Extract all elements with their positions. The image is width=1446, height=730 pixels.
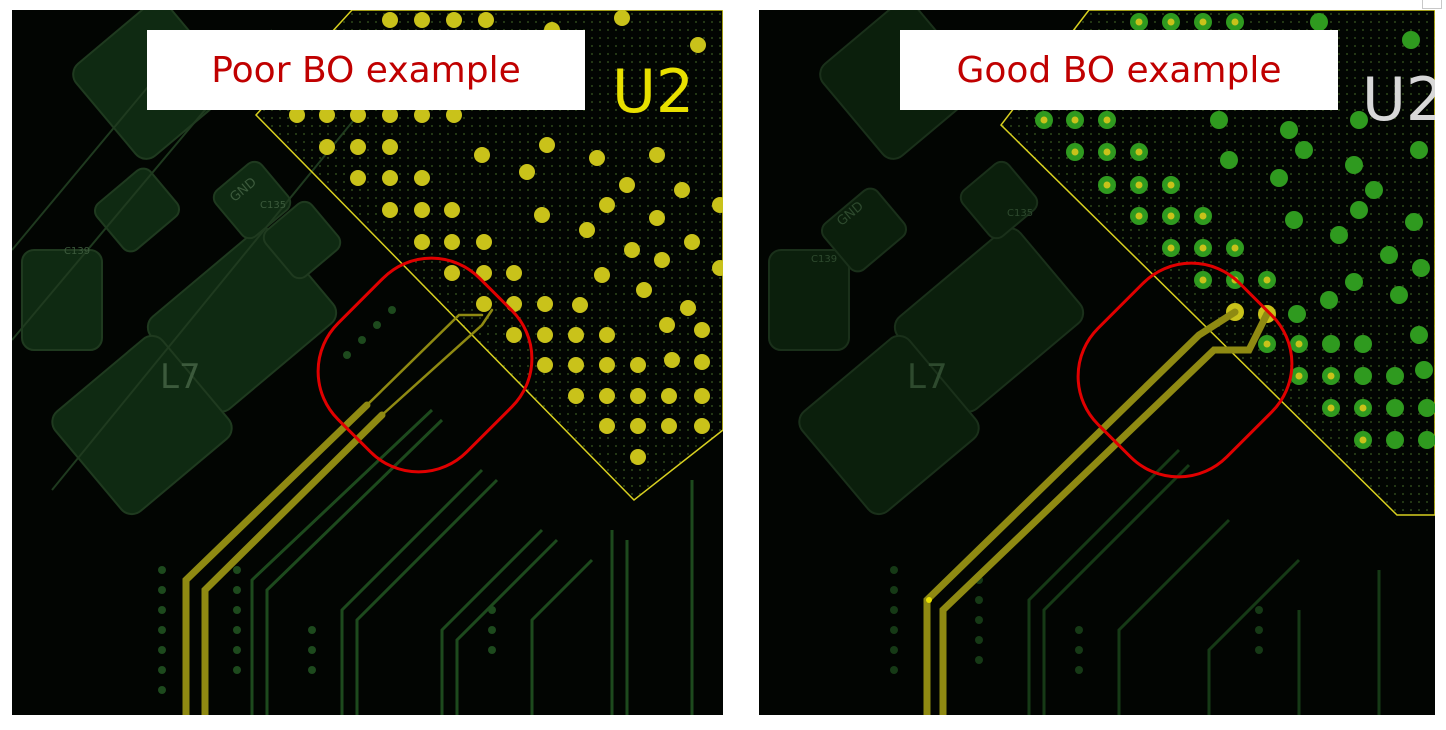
trace-end-marker (926, 597, 932, 603)
bga-pads (289, 10, 723, 465)
refdes-label: U2 (1362, 65, 1435, 135)
via-field (158, 306, 496, 694)
highlight-ring (1076, 261, 1294, 479)
pcb-view-poor: L7 C139 C135 GND (12, 10, 723, 715)
routing-traces (250, 408, 694, 715)
background-components (12, 10, 363, 516)
bga-pads (1035, 13, 1435, 449)
caption-good: Good BO example (900, 30, 1338, 110)
resize-handle[interactable] (1422, 0, 1442, 9)
caption-poor: Poor BO example (147, 30, 585, 110)
routing-traces (1027, 448, 1381, 715)
highlight-ring (316, 256, 534, 474)
pcb-layout-poor: L7 C139 C135 GND (12, 10, 723, 715)
right-margin (1435, 0, 1446, 730)
c135-label: C135 (260, 200, 286, 211)
breakout-traces (182, 308, 494, 715)
breakout-traces (923, 308, 1271, 715)
refdes-label: U2 (612, 57, 694, 127)
l7-label: L7 (160, 357, 201, 397)
l7-label: L7 (907, 357, 948, 397)
pcb-view-good: L7 C139 C135 GND (759, 10, 1435, 715)
c135-label: C135 (1007, 208, 1033, 219)
c139-label: C139 (811, 254, 837, 265)
pcb-layout-good: L7 C139 C135 GND (768, 10, 1435, 715)
c139-label: C139 (64, 246, 90, 257)
